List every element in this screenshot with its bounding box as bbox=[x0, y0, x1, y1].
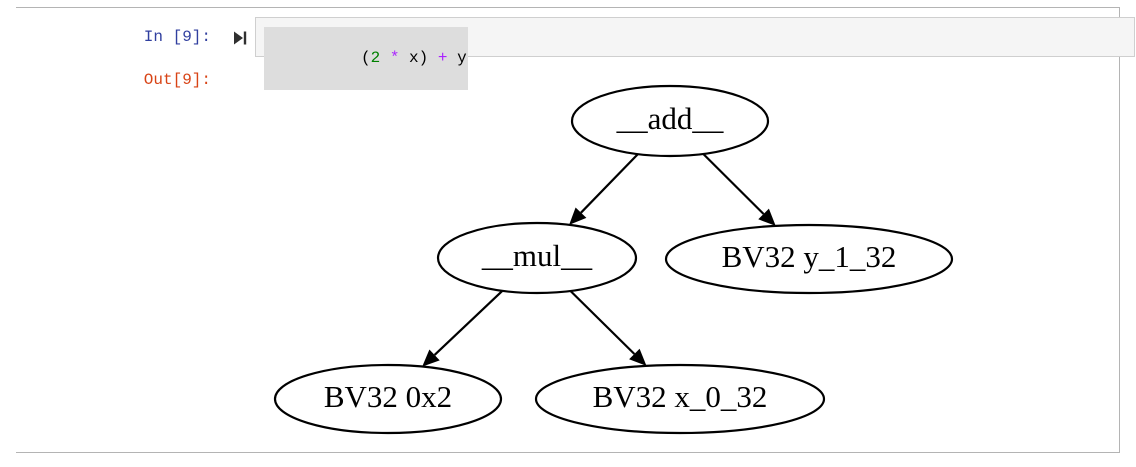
code-token: * bbox=[389, 49, 400, 67]
graph-node-label: BV32 y_1_32 bbox=[722, 239, 897, 274]
graph-node: BV32 x_0_32 bbox=[534, 363, 826, 435]
graph-edge-arrowhead bbox=[758, 208, 776, 226]
graph-node-label: BV32 0x2 bbox=[324, 379, 452, 414]
graph-node-label: BV32 x_0_32 bbox=[593, 379, 768, 414]
output-prompt-label: Out[9]: bbox=[143, 71, 211, 89]
code-line[interactable]: (2 * x) + y bbox=[264, 27, 468, 90]
code-token: 2 bbox=[370, 49, 381, 67]
graph-node-ellipse bbox=[664, 223, 954, 295]
graph-node-ellipse bbox=[570, 84, 770, 158]
graph-edge-arrowhead bbox=[629, 348, 647, 366]
graph-node: __mul__ bbox=[436, 221, 638, 295]
graph-edge-arrowhead bbox=[422, 349, 440, 367]
code-token: + bbox=[437, 49, 448, 67]
graph-node-ellipse bbox=[436, 221, 638, 295]
graph-edge bbox=[569, 290, 636, 355]
code-token: y bbox=[447, 49, 467, 67]
code-token: ( bbox=[361, 49, 371, 67]
graph-node-label: __add__ bbox=[616, 101, 724, 136]
graph-node-ellipse bbox=[273, 363, 503, 435]
code-input-area[interactable]: (2 * x) + y bbox=[255, 17, 1135, 90]
graph-node-ellipse bbox=[534, 363, 826, 435]
graph-edge bbox=[580, 153, 639, 214]
cell-input-row: In [9]: (2 * x) + y bbox=[41, 15, 1136, 90]
graph-node: BV32 0x2 bbox=[273, 363, 503, 435]
code-token: x) bbox=[399, 49, 429, 67]
notebook-cell[interactable]: In [9]: (2 * x) + y Out[9]: __add__ __mul… bbox=[16, 7, 1135, 453]
input-prompt-label: In [9]: bbox=[143, 28, 211, 46]
skip-forward-icon[interactable] bbox=[230, 28, 250, 48]
graph-edge bbox=[702, 153, 765, 215]
graph-edges bbox=[422, 153, 776, 367]
graph-node: BV32 y_1_32 bbox=[664, 223, 954, 295]
graph-edge-arrowhead bbox=[569, 207, 587, 225]
graph-node: __add__ bbox=[570, 84, 770, 158]
graph-node-label: __mul__ bbox=[481, 238, 593, 273]
graph-edge bbox=[433, 290, 504, 356]
